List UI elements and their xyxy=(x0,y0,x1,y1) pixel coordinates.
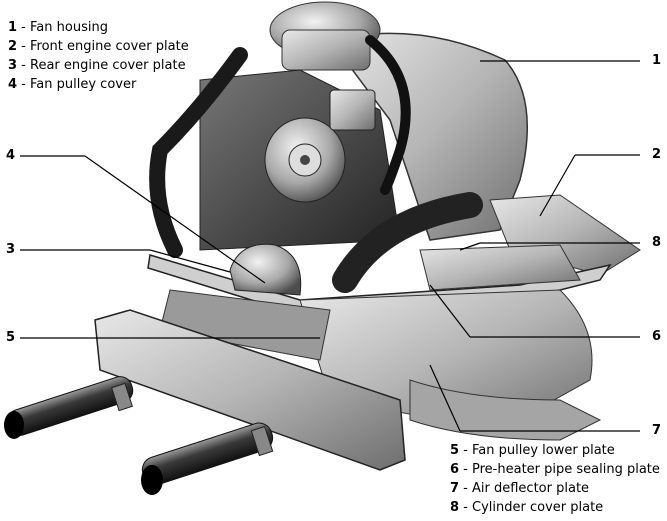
air-cleaner-base xyxy=(281,29,371,71)
callout-5: 5 xyxy=(6,330,16,345)
legend-item-1: 1 - Fan housing xyxy=(8,20,108,35)
legend-item-7: 7 - Air deflector plate xyxy=(450,481,590,496)
callout-2: 2 xyxy=(652,147,662,162)
muffler-shape xyxy=(94,309,406,471)
callout-6: 6 xyxy=(652,329,662,344)
legend-item-4: 4 - Fan pulley cover xyxy=(8,77,137,92)
legend-item-2: 2 - Front engine cover plate xyxy=(8,39,189,54)
cylinder-cover-plate-shape xyxy=(419,244,581,291)
legend-item-5: 5 - Fan pulley lower plate xyxy=(450,443,615,458)
lower-plate-shape xyxy=(159,289,331,361)
hose-front xyxy=(332,192,483,293)
fan-housing-shape xyxy=(328,32,528,241)
callout-1: 1 xyxy=(652,53,662,68)
callout-8: 8 xyxy=(652,235,662,250)
tailpipe-left xyxy=(6,376,134,436)
leader-6 xyxy=(429,284,471,338)
legend-item-6: 6 - Pre-heater pipe sealing plate xyxy=(450,462,660,477)
callout-4: 4 xyxy=(6,148,16,163)
leader-3b xyxy=(149,249,231,273)
legend-item-3: 3 - Rear engine cover plate xyxy=(8,58,186,73)
front-cover-plate-shape xyxy=(489,194,641,276)
carburetor-shape xyxy=(329,89,376,131)
leader-7 xyxy=(429,364,461,432)
leader-8 xyxy=(459,242,481,251)
legend-item-8: 8 - Cylinder cover plate xyxy=(450,500,604,515)
hose-left xyxy=(149,47,248,258)
fan-pulley-cover-shape xyxy=(229,243,302,296)
leader-4b xyxy=(84,155,266,284)
callout-3: 3 xyxy=(6,242,16,257)
leader-2 xyxy=(539,154,576,217)
callout-7: 7 xyxy=(652,423,662,438)
hose-right xyxy=(365,35,411,195)
